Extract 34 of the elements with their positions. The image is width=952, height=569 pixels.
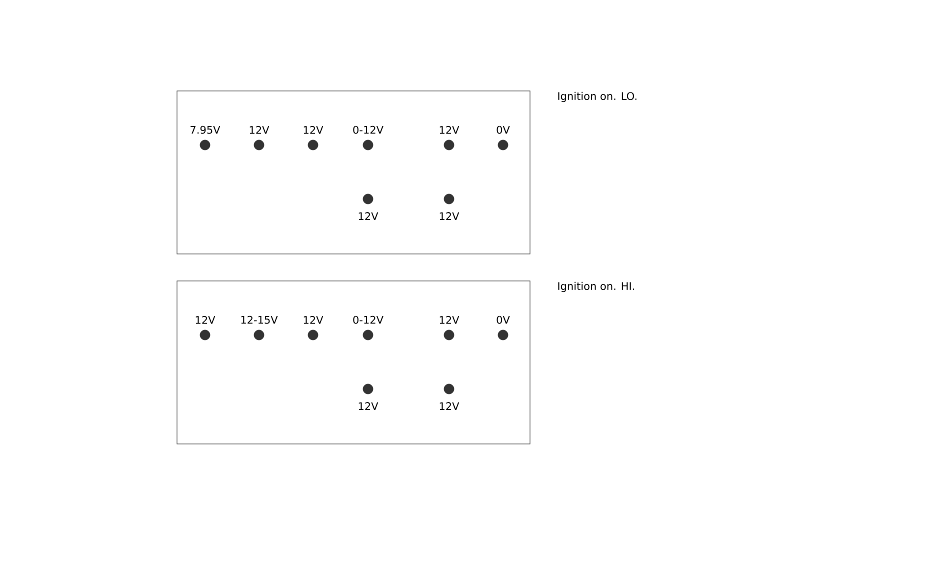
pin-dot <box>362 384 374 394</box>
voltage-label: 12V <box>358 212 378 220</box>
voltage-label: 0V <box>496 126 510 134</box>
voltage-label: 7.95V <box>190 126 220 134</box>
voltage-label: 12V <box>440 316 460 324</box>
pin-dot <box>308 330 318 340</box>
pin-dot <box>444 330 454 340</box>
pin-dot <box>444 140 454 150</box>
pin-dot <box>362 194 374 204</box>
pin-dot <box>200 330 210 340</box>
voltage-label: 0V <box>496 316 510 324</box>
voltage-label: 12V <box>250 126 270 134</box>
pin-dot <box>498 140 508 150</box>
pin-dot <box>254 140 264 150</box>
pin-dot <box>308 140 318 150</box>
voltage-label: 12V <box>440 126 460 134</box>
voltage-label: 12V <box>440 402 460 410</box>
pin-dot <box>362 330 374 340</box>
voltage-label: 12V <box>304 316 324 324</box>
pin-dot <box>254 330 264 340</box>
voltage-label: 12V <box>196 316 216 324</box>
voltage-label: 0-12V <box>353 316 384 324</box>
node-label: Ignition on. LO. <box>558 92 636 102</box>
pin-dot <box>444 194 454 204</box>
voltage-label: 12V <box>440 212 460 220</box>
voltage-label: 0-12V <box>353 126 384 134</box>
node-label: Ignition on. HI. <box>558 282 634 292</box>
voltage-label: 12-15V <box>241 316 278 324</box>
pin-dot <box>200 140 210 150</box>
voltage-label: 12V <box>358 402 378 410</box>
pin-dot <box>498 330 508 340</box>
voltage-label: 12V <box>304 126 324 134</box>
pin-dot <box>362 140 374 150</box>
pin-dot <box>444 384 454 394</box>
